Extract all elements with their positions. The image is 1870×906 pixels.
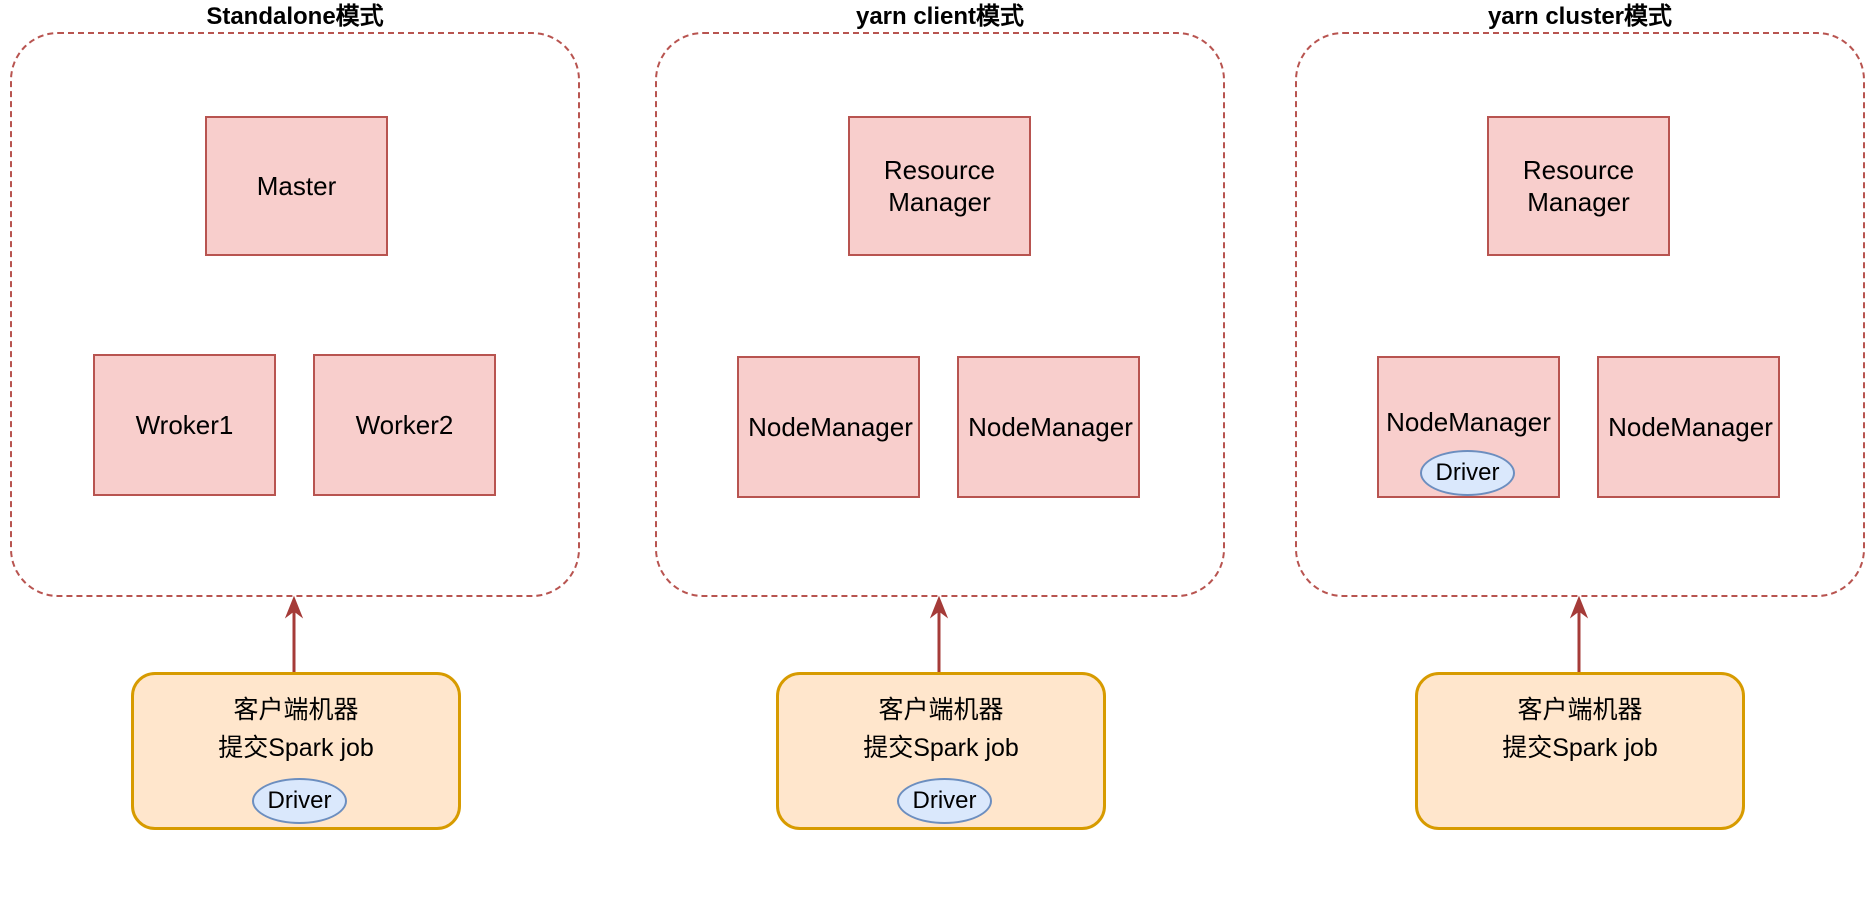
node-nodemanager-1-label: NodeManager [1386,407,1551,437]
driver-label: Driver [267,787,332,814]
node-worker1[interactable]: Wroker1 [93,354,276,496]
submit-arrow-yarn-client [929,595,949,675]
driver-ellipse-standalone[interactable]: Driver [252,778,347,824]
cluster-boundary-standalone [10,32,580,597]
client-box-standalone[interactable]: 客户端机器 提交Spark job Driver [131,672,461,830]
submit-arrow-yarn-cluster [1569,595,1589,675]
client-box-yarn-client-text: 客户端机器 提交Spark job [779,691,1103,767]
client-box-yarn-cluster-text: 客户端机器 提交Spark job [1418,691,1742,767]
node-master-label: Master [256,171,337,201]
node-nodemanager-1-label: NodeManager [748,412,913,442]
client-box-yarn-client[interactable]: 客户端机器 提交Spark job Driver [776,672,1106,830]
node-nodemanager-2-yarn-client[interactable]: NodeManager [957,356,1140,498]
node-nodemanager-2-label: NodeManager [968,412,1133,442]
client-line-2: 提交Spark job [218,734,374,762]
panel-title-yarn-client: yarn client模式 [855,3,1025,30]
client-line-1: 客户端机器 [233,696,359,724]
panel-title-standalone: Standalone模式 [206,3,384,30]
node-nodemanager-2-yarn-cluster[interactable]: NodeManager [1597,356,1780,498]
driver-label: Driver [1435,459,1500,486]
client-line-1: 客户端机器 [1517,696,1643,724]
panel-title-yarn-cluster: yarn cluster模式 [1487,3,1673,30]
node-nodemanager-1-yarn-cluster[interactable]: NodeManager Driver [1377,356,1560,498]
submit-arrow-standalone [284,595,304,675]
driver-ellipse-yarn-cluster[interactable]: Driver [1420,450,1515,496]
node-worker2-label: Worker2 [355,410,454,440]
node-master[interactable]: Master [205,116,388,256]
cluster-boundary-yarn-client [655,32,1225,597]
driver-ellipse-yarn-client[interactable]: Driver [897,778,992,824]
cluster-boundary-yarn-cluster [1295,32,1865,597]
panel-standalone: Standalone模式 [10,2,580,597]
driver-label: Driver [912,787,977,814]
client-line-2: 提交Spark job [863,734,1019,762]
node-nodemanager-1-yarn-client[interactable]: NodeManager [737,356,920,498]
node-worker2[interactable]: Worker2 [313,354,496,496]
client-line-2: 提交Spark job [1502,734,1658,762]
client-box-yarn-cluster[interactable]: 客户端机器 提交Spark job [1415,672,1745,830]
node-nodemanager-2-label: NodeManager [1608,412,1773,442]
client-line-1: 客户端机器 [878,696,1004,724]
panel-yarn-cluster: yarn cluster模式 [1295,2,1865,597]
panel-yarn-client: yarn client模式 [655,2,1225,597]
node-worker1-label: Wroker1 [135,410,234,440]
client-box-standalone-text: 客户端机器 提交Spark job [134,691,458,767]
